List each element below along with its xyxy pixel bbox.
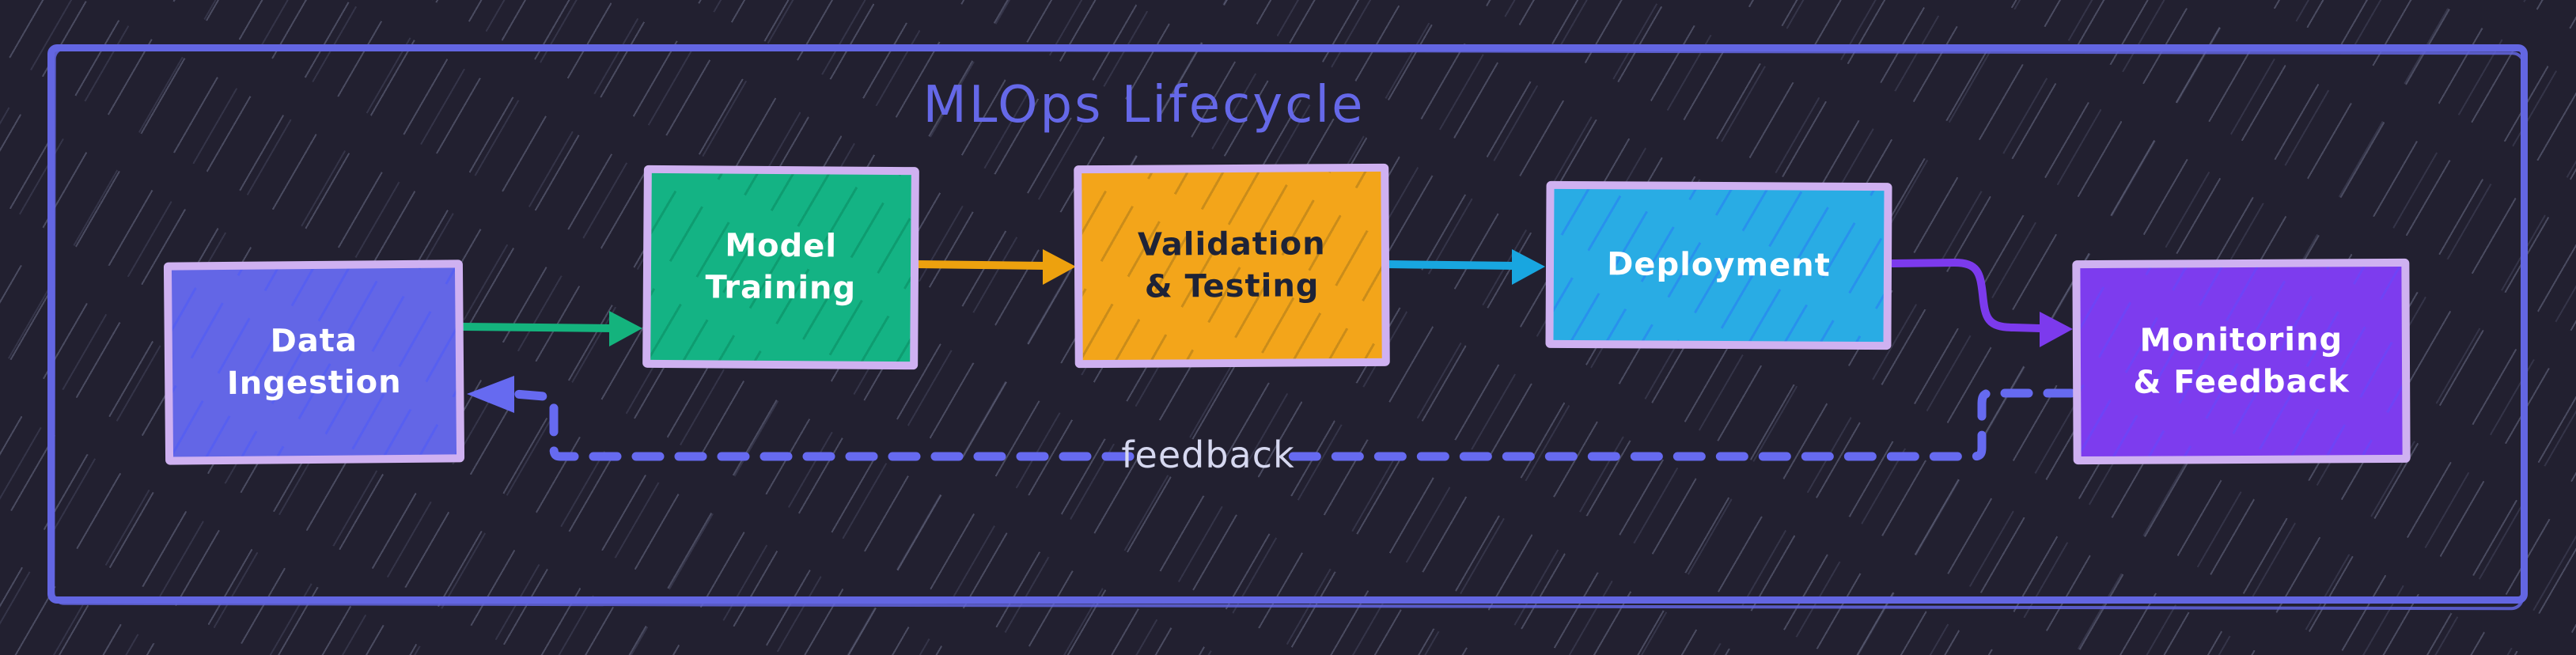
edge-training-to-validation: [911, 260, 1048, 270]
arrowhead-deployment-to-monitoring: [2040, 312, 2073, 347]
node-validation-testing-label: Validation & Testing: [1137, 225, 1326, 305]
edge-validation-to-deployment: [1382, 260, 1517, 270]
node-data-ingestion: Data Ingestion: [163, 259, 465, 465]
diagram-title: MLOps Lifecycle: [922, 76, 1366, 134]
node-deployment-label: Deployment: [1607, 246, 1831, 284]
node-model-training: Model Training: [642, 165, 919, 370]
arrowhead-training-to-validation: [1043, 249, 1076, 285]
node-monitoring-feedback: Monitoring & Feedback: [2072, 258, 2411, 465]
arrowhead-ingestion-to-training: [609, 311, 642, 346]
node-validation-testing: Validation & Testing: [1074, 163, 1390, 369]
edge-feedback-left-segment: [511, 389, 1135, 461]
node-data-ingestion-label: Data Ingestion: [226, 322, 402, 402]
feedback-edge-label: feedback: [1121, 434, 1295, 476]
node-deployment: Deployment: [1545, 180, 1892, 350]
arrowhead-feedback-to-ingestion: [467, 376, 514, 413]
edge-deployment-to-monitoring: [1888, 259, 2044, 332]
node-monitoring-feedback-label: Monitoring & Feedback: [2133, 321, 2350, 401]
arrowhead-validation-to-deployment: [1512, 249, 1545, 285]
edge-feedback-right-segment: [1286, 388, 2076, 461]
node-model-training-label: Model Training: [705, 227, 857, 307]
outer-frame: [47, 44, 2528, 604]
edge-ingestion-to-training: [459, 323, 615, 332]
